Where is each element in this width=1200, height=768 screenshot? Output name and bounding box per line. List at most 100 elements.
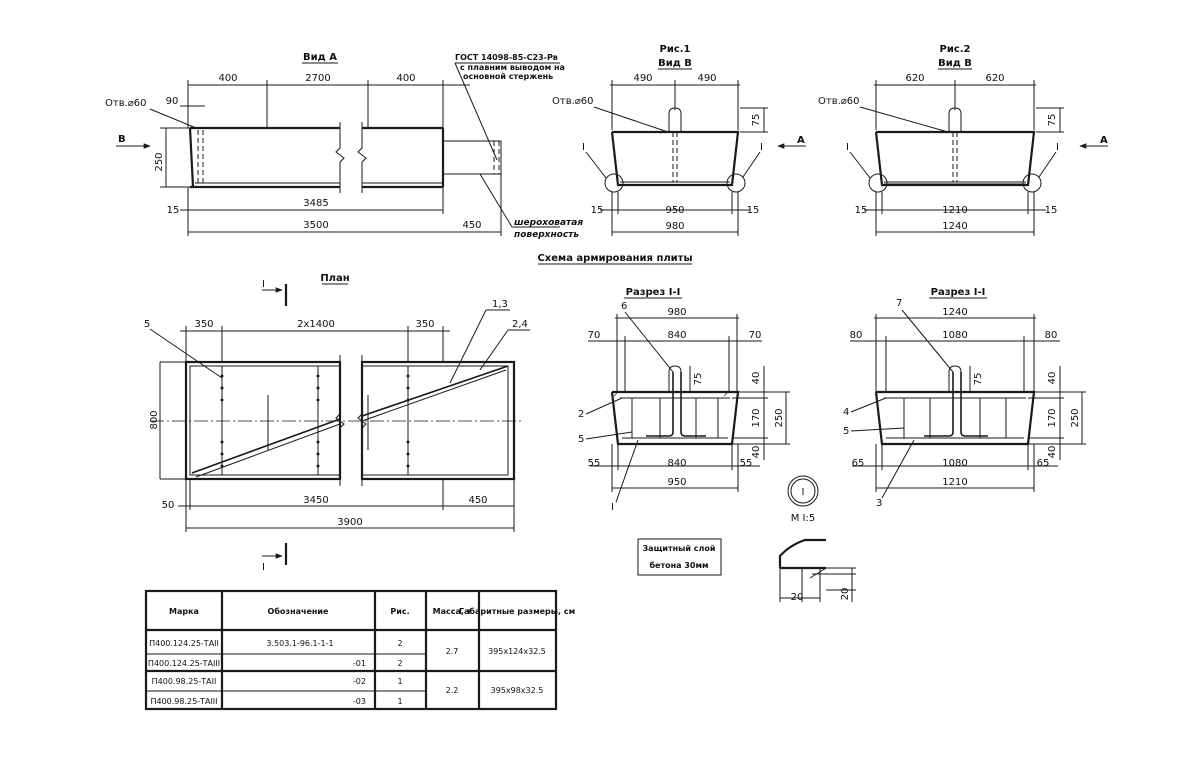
r2-hole-label: Отв.⌀60 [818,96,860,107]
r2-arrow-label: А [1100,135,1108,146]
td-oboz-1: 3.503.1-96.1-1-1 [266,639,333,648]
dim-s1-40b: 40 [751,446,762,459]
dim-s2-75: 75 [973,373,984,386]
td-ris-4: 1 [397,697,402,706]
dim-s2-1080b: 1080 [942,458,967,469]
dim-va-90: 90 [166,96,179,107]
dim-va-3485: 3485 [303,198,328,209]
dim-s2-250: 250 [1070,408,1081,427]
dim-plan-350a: 350 [194,319,213,330]
dim-va-400b: 400 [396,73,415,84]
td-massa-1: 2.7 [446,647,459,656]
plan-view: План I I 350 2x1400 350 5 1,3 2,4 800 [144,273,530,573]
s2-callout-7: 7 [896,298,902,309]
dim-s2-1210: 1210 [942,477,967,488]
va-note-rough-1: шероховатая [514,218,583,228]
dim-va-15: 15 [167,205,180,216]
va-note-rough-2: поверхность [514,230,579,240]
td-gabarit-1: 395x124x32.5 [488,647,546,656]
dim-s2-40b: 40 [1047,446,1058,459]
dim-s1-840b: 840 [667,458,686,469]
ris2-subtitle: Вид В [938,58,972,69]
dim-s1-75: 75 [693,373,704,386]
dim-r1-490b: 490 [697,73,716,84]
dim-r1-980: 980 [665,221,684,232]
dim-va-450: 450 [462,220,481,231]
ris2-title: Рис.2 [939,44,970,55]
dim-s1-950: 950 [667,477,686,488]
r2-mark-left: I [846,142,849,153]
th-oboz: Обозначение [268,606,330,616]
plan-callout-24: 2,4 [512,319,528,330]
dim-s2-65b: 65 [1037,458,1050,469]
s1-callout-2: 2 [578,409,584,420]
dim-s2-80b: 80 [1045,330,1058,341]
dim-r1-490a: 490 [633,73,652,84]
view-ris2: Рис.2 Вид В 620 620 Отв.⌀60 75 I I А 15 [818,44,1108,236]
cover-note-1: Защитный слой [642,544,715,553]
ris1-title: Рис.1 [659,44,690,55]
dim-r2-15b: 15 [1045,205,1058,216]
dim-s1-250: 250 [774,408,785,427]
td-oboz-4: -03 [353,697,366,706]
dim-plan-450: 450 [468,495,487,506]
td-oboz-2: -01 [353,659,366,668]
th-ris: Рис. [390,607,409,616]
node-scale: М I:5 [791,513,816,524]
va-note-gost-3: основной стержень [463,72,553,81]
dim-plan-2x1400: 2x1400 [297,319,335,330]
dim-plan-50: 50 [162,500,175,511]
va-hole-label: Отв.⌀60 [105,98,147,109]
dim-s1-55b: 55 [740,458,753,469]
dim-s1-70b: 70 [749,330,762,341]
td-marka-3: П400.98.25-ТАII [152,677,217,686]
dim-s2-40a: 40 [1047,372,1058,385]
dim-r2-620a: 620 [905,73,924,84]
th-marka: Марка [169,607,199,616]
td-ris-1: 2 [397,639,402,648]
va-arrow-label: В [118,134,126,145]
dim-r2-620b: 620 [985,73,1004,84]
s1-callout-i: I [611,502,614,513]
section2-title: Разрез I-I [931,287,986,298]
view-ris1: Рис.1 Вид В 490 490 Отв.⌀60 75 I I А [552,44,806,236]
node-mark: I [802,487,805,498]
cover-note-2: бетона 30мм [649,560,708,570]
td-massa-2: 2.2 [446,686,459,695]
dim-s2-80a: 80 [850,330,863,341]
dim-s2-170: 170 [1047,408,1058,427]
td-marka-4: П400.98.25-ТАIII [150,697,217,706]
dim-va-2700: 2700 [305,73,330,84]
view-a: Вид А 400 2700 400 90 Отв.⌀60 В [105,52,583,240]
dim-va-250: 250 [154,152,165,171]
dim-plan-350b: 350 [415,319,434,330]
plan-callout-5: 5 [144,319,150,330]
va-note-gost-1: ГОСТ 14098-85-С23-Рв [455,53,558,62]
plan-section-bottom: I [262,562,265,573]
dim-r2-1240: 1240 [942,221,967,232]
td-ris-2: 2 [397,659,402,668]
s2-callout-3: 3 [876,498,882,509]
section1-title: Разрез I-I [626,287,681,298]
dim-plan-3450: 3450 [303,495,328,506]
dim-plan-800: 800 [149,410,160,429]
plan-section-top: I [262,279,265,290]
cover-note: Защитный слой бетона 30мм [637,538,722,576]
r2-mark-right: I [1056,142,1059,153]
dim-s1-70a: 70 [588,330,601,341]
dim-r2-15a: 15 [855,205,868,216]
r1-mark-right: I [760,142,763,153]
dim-r1-15b: 15 [747,205,760,216]
dim-s1-40a: 40 [751,372,762,385]
dim-s1-55a: 55 [588,458,601,469]
th-massa: Масса, т [433,607,472,616]
section-2: Разрез I-I 1240 80 1080 80 75 7 40 170 [843,287,1086,509]
plan-callout-13: 1,3 [492,299,508,310]
dim-s2-1240: 1240 [942,307,967,318]
va-note-gost-2: с плавним выводом на [460,63,565,72]
node-dim-20b: 20 [840,588,851,601]
td-ris-3: 1 [397,677,402,686]
view-a-title: Вид А [303,52,337,63]
s2-callout-5: 5 [843,426,849,437]
r1-mark-left: I [582,142,585,153]
